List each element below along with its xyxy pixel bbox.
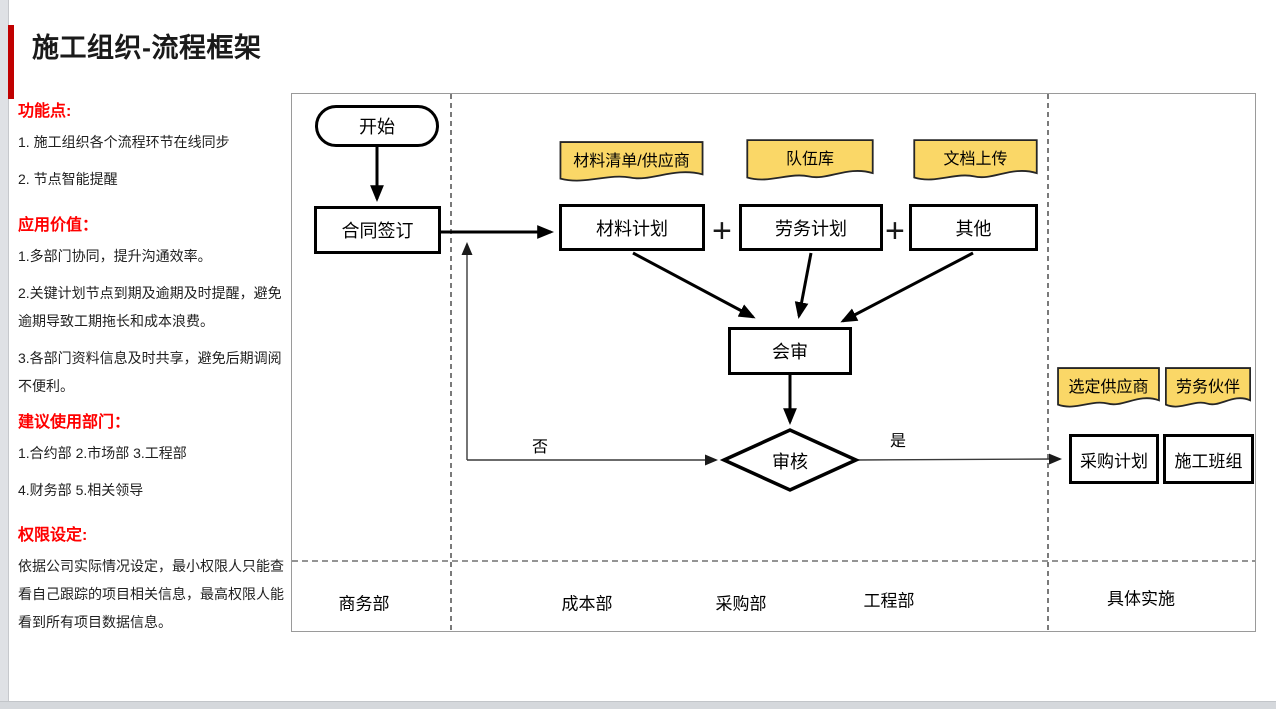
section-line: 1.多部门协同，提升沟通效率。 bbox=[18, 248, 212, 264]
note-labor-partner: 劳务伙伴 bbox=[1165, 367, 1251, 410]
node-labor-plan: 劳务计划 bbox=[739, 204, 883, 251]
node-other: 其他 bbox=[909, 204, 1038, 251]
section-line: 1.合约部 2.市场部 3.工程部 bbox=[18, 445, 187, 461]
note-label: 材料清单/供应商 bbox=[573, 152, 690, 170]
node-label: 劳务计划 bbox=[775, 218, 847, 239]
page-title: 施工组织-流程框架 bbox=[32, 33, 262, 63]
section-heading: 功能点: bbox=[18, 103, 72, 120]
node-label: 材料计划 bbox=[596, 218, 668, 239]
lane-label-engineering: 工程部 bbox=[863, 591, 915, 611]
note-label: 选定供应商 bbox=[1068, 378, 1149, 396]
window-bottom-edge bbox=[0, 701, 1276, 709]
note-shape bbox=[559, 141, 704, 184]
lane-label-implementation: 具体实施 bbox=[1107, 589, 1175, 609]
section-heading: 建议使用部门： bbox=[18, 414, 131, 431]
lane-label-business: 商务部 bbox=[338, 594, 390, 614]
edge-other-review bbox=[840, 251, 974, 323]
note-team-library: 队伍库 bbox=[746, 139, 874, 183]
node-review-decision: 审核 bbox=[772, 452, 808, 472]
title-accent-bar bbox=[8, 25, 14, 99]
section-departments: 建议使用部门： 1.合约部 2.市场部 3.工程部 4.财务部 5.相关领导 bbox=[18, 408, 290, 513]
note-selected-supplier: 选定供应商 bbox=[1057, 367, 1160, 410]
section-line: 2. 节点智能提醒 bbox=[18, 171, 118, 187]
section-heading: 权限设定: bbox=[18, 527, 88, 544]
node-purchase-plan: 采购计划 bbox=[1069, 434, 1159, 484]
section-line: 依据公司实际情况设定，最小权限人只能查看自己跟踪的项目相关信息，最高权限人能看到… bbox=[18, 558, 284, 630]
section-features: 功能点: 1. 施工组织各个流程环节在线同步 2. 节点智能提醒 bbox=[18, 97, 290, 202]
edge-labor-review bbox=[794, 252, 813, 319]
node-label: 合同签订 bbox=[341, 221, 414, 241]
note-shape bbox=[1165, 367, 1251, 410]
section-heading: 应用价值： bbox=[18, 217, 99, 234]
plus-sign-2: + bbox=[885, 212, 905, 250]
edge-yes bbox=[855, 453, 1062, 465]
note-label: 队伍库 bbox=[785, 151, 834, 169]
node-label: 施工班组 bbox=[1174, 451, 1243, 471]
node-label: 采购计划 bbox=[1080, 451, 1148, 471]
node-joint-review: 会审 bbox=[728, 327, 852, 375]
node-label: 会审 bbox=[772, 342, 808, 362]
lane-label-cost: 成本部 bbox=[561, 594, 613, 614]
section-line: 1. 施工组织各个流程环节在线同步 bbox=[18, 134, 230, 150]
node-material-plan: 材料计划 bbox=[559, 204, 705, 251]
note-shape bbox=[1057, 367, 1160, 410]
section-line: 3.各部门资料信息及时共享，避免后期调阅不便利。 bbox=[18, 350, 282, 394]
note-shape bbox=[913, 139, 1038, 183]
note-material-list: 材料清单/供应商 bbox=[559, 141, 704, 184]
section-permissions: 权限设定: 依据公司实际情况设定，最小权限人只能查看自己跟踪的项目相关信息，最高… bbox=[18, 521, 290, 645]
section-value: 应用价值： 1.多部门协同，提升沟通效率。 2.关键计划节点到期及逾期及时提醒，… bbox=[18, 211, 290, 409]
note-doc-upload: 文档上传 bbox=[913, 139, 1038, 183]
plus-sign-1: + bbox=[712, 212, 732, 250]
lane-label-procurement: 采购部 bbox=[715, 594, 767, 614]
edge-material-review bbox=[632, 251, 756, 319]
node-label: 开始 bbox=[359, 117, 395, 137]
note-label: 文档上传 bbox=[943, 151, 1008, 169]
node-label: 其他 bbox=[955, 218, 992, 239]
note-shape bbox=[746, 139, 874, 183]
note-label: 劳务伙伴 bbox=[1175, 378, 1240, 396]
node-start: 开始 bbox=[315, 105, 439, 147]
edge-label-no: 否 bbox=[532, 439, 549, 456]
edge-label-yes: 是 bbox=[890, 433, 907, 450]
flow-wires bbox=[292, 94, 1255, 631]
flowchart-canvas: 开始 合同签订 材料计划 劳务计划 其他 会审 采购计划 施工班组 + + 审核 bbox=[291, 93, 1256, 632]
window-left-edge bbox=[0, 0, 9, 709]
node-construction-crew: 施工班组 bbox=[1163, 434, 1254, 484]
section-line: 4.财务部 5.相关领导 bbox=[18, 482, 144, 498]
section-line: 2.关键计划节点到期及逾期及时提醒，避免逾期导致工期拖长和成本浪费。 bbox=[18, 285, 282, 329]
decision-diamond bbox=[719, 428, 861, 492]
node-contract-signing: 合同签订 bbox=[314, 206, 441, 254]
